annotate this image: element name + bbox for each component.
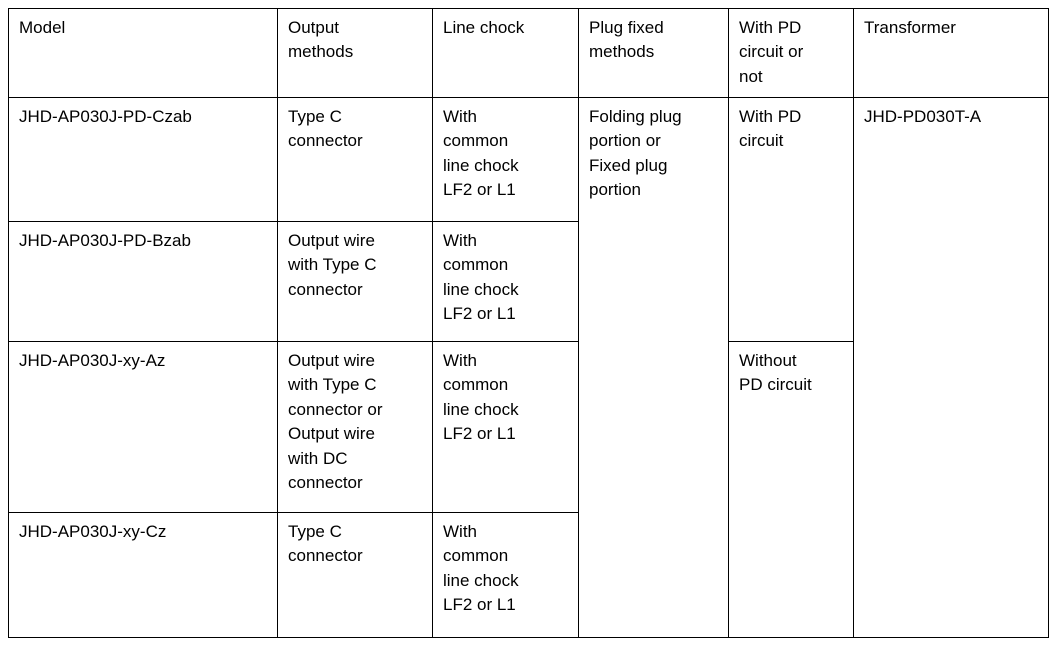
cell-line-chock: With common line chock LF2 or L1 [432,512,579,638]
cell-line-chock: With common line chock LF2 or L1 [432,341,579,513]
cell-model: JHD-AP030J-xy-Az [8,341,278,513]
cell-text-model: JHD-AP030J-PD-Bzab [19,231,191,250]
cell-model: JHD-AP030J-PD-Czab [8,97,278,222]
cell-without-pd-circuit: Without PD circuit [728,341,854,638]
cell-output-methods: Output wire with Type C connector [277,221,433,342]
cell-line-chock: With common line chock LF2 or L1 [432,97,579,222]
column-header-transformer: Transformer [853,8,1049,98]
cell-model: JHD-AP030J-xy-Cz [8,512,278,638]
cell-text-output-methods: Type C connector [288,107,363,151]
cell-output-methods: Type C connector [277,97,433,222]
column-header-with-pd-circuit-or-not: With PD circuit or not [728,8,854,98]
model-specification-table: Model Output methods Line chock Plug fix… [8,8,1049,638]
header-label-transformer: Transformer [864,18,956,37]
cell-output-methods: Output wire with Type C connector or Out… [277,341,433,513]
cell-text-output-methods: Output wire with Type C connector [288,231,377,299]
cell-text-output-methods: Type C connector [288,522,363,566]
cell-text-model: JHD-AP030J-xy-Az [19,351,166,370]
cell-text-with-pd-circuit: With PD circuit [739,107,802,151]
cell-text-line-chock: With common line chock LF2 or L1 [443,522,519,615]
cell-text-output-methods: Output wire with Type C connector or Out… [288,351,383,493]
header-label-with-pd-circuit-or-not: With PD circuit or not [739,18,804,86]
cell-text-plug-fixed-methods: Folding plug portion or Fixed plug porti… [589,107,682,200]
column-header-output-methods: Output methods [277,8,433,98]
header-row: Model Output methods Line chock Plug fix… [8,8,1049,98]
table-row: JHD-AP030J-xy-Cz Type C connector With c… [8,512,1049,638]
header-label-model: Model [19,18,66,37]
column-header-model: Model [8,8,278,98]
table-header: Model Output methods Line chock Plug fix… [8,8,1049,98]
cell-plug-fixed-methods: Folding plug portion or Fixed plug porti… [578,97,729,638]
cell-output-methods: Type C connector [277,512,433,638]
cell-text-model: JHD-AP030J-PD-Czab [19,107,192,126]
cell-text-line-chock: With common line chock LF2 or L1 [443,107,519,200]
cell-text-without-pd-circuit: Without PD circuit [739,351,812,395]
table-body: JHD-AP030J-PD-Czab Type C connector With… [8,97,1049,638]
cell-transformer: JHD-PD030T-A [853,97,1049,638]
table-row: JHD-AP030J-PD-Czab Type C connector With… [8,97,1049,638]
table-row: JHD-AP030J-PD-Bzab Output wire with Type… [8,221,1049,342]
cell-text-transformer: JHD-PD030T-A [864,107,982,126]
cell-text-line-chock: With common line chock LF2 or L1 [443,231,519,324]
table-row: JHD-AP030J-xy-Az Output wire with Type C… [8,341,1049,638]
cell-text-model: JHD-AP030J-xy-Cz [19,522,167,541]
cell-model: JHD-AP030J-PD-Bzab [8,221,278,342]
header-label-line-chock: Line chock [443,18,525,37]
cell-line-chock: With common line chock LF2 or L1 [432,221,579,342]
header-label-plug-fixed-methods: Plug fixed methods [589,18,664,62]
column-header-line-chock: Line chock [432,8,579,98]
column-header-plug-fixed-methods: Plug fixed methods [578,8,729,98]
cell-with-pd-circuit: With PD circuit [728,97,854,342]
header-label-output-methods: Output methods [288,18,354,62]
cell-text-line-chock: With common line chock LF2 or L1 [443,351,519,444]
